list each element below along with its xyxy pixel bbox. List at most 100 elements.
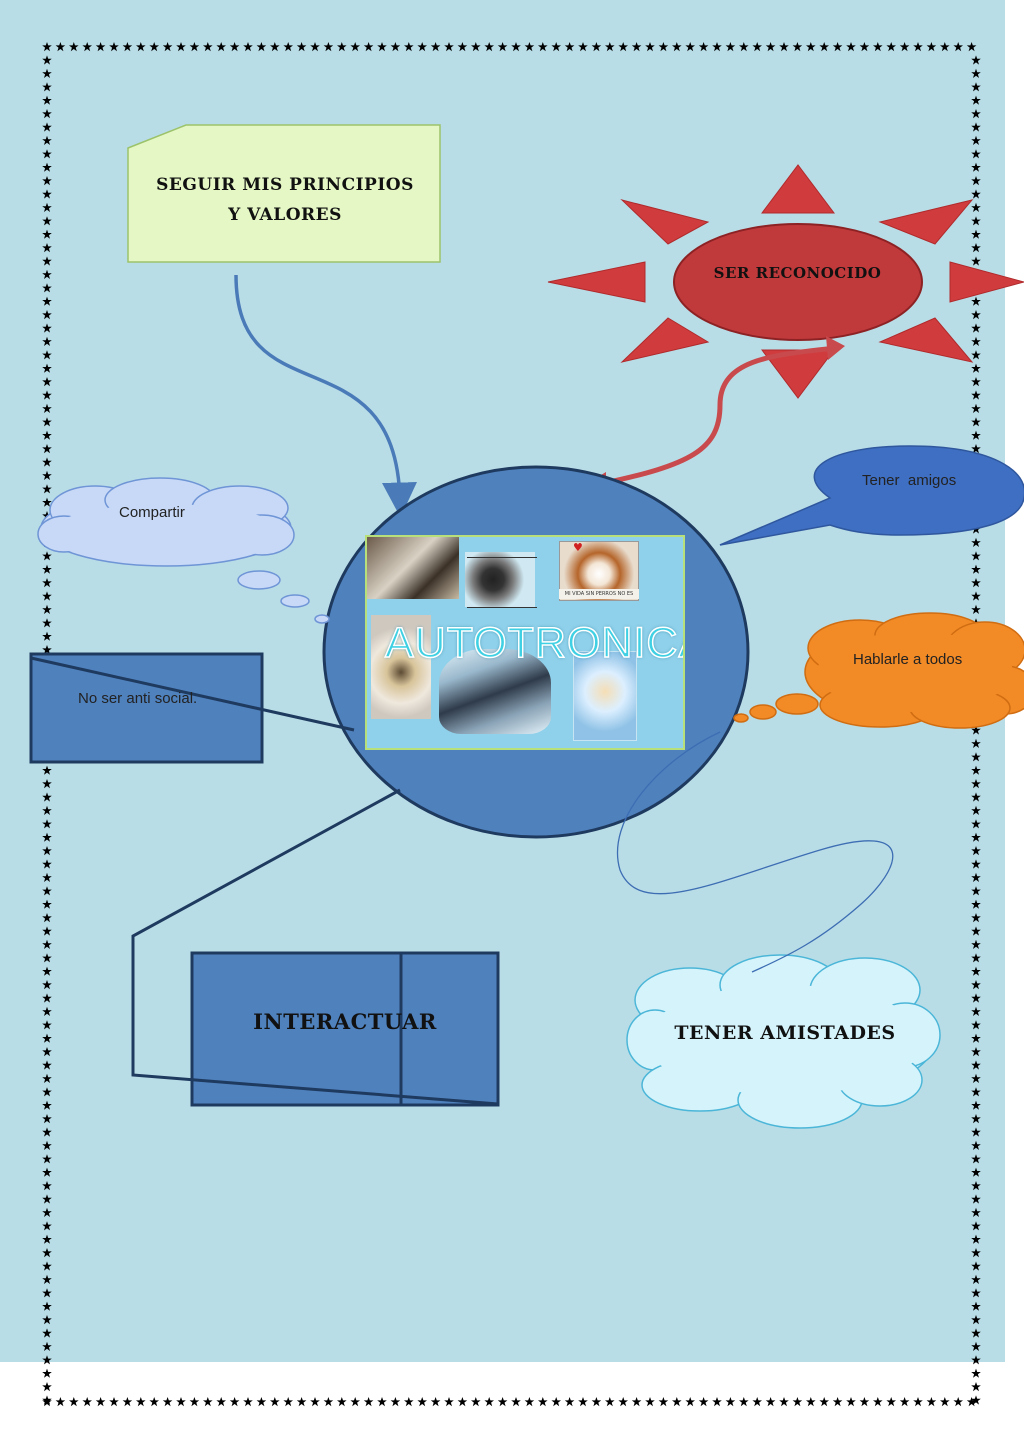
- border-star: [966, 42, 977, 52]
- border-star: [739, 1397, 749, 1407]
- principios-label: Seguir mis principios y valores: [156, 175, 414, 225]
- border-star: [971, 537, 981, 547]
- interactuar-box: [190, 951, 500, 1107]
- border-star: [971, 176, 981, 186]
- border-star: [971, 1047, 981, 1057]
- border-star: [243, 42, 253, 52]
- border-star: [971, 256, 981, 266]
- border-star: [886, 1397, 896, 1407]
- border-star: [42, 792, 52, 802]
- border-star: [971, 430, 981, 440]
- border-star: [42, 82, 52, 92]
- compartir-thought-dot-2: [280, 594, 310, 608]
- border-star: [971, 752, 981, 762]
- hablarle-label: Hablarle a todos: [853, 651, 963, 668]
- border-star: [42, 363, 52, 373]
- border-star: [618, 1397, 628, 1407]
- border-star: [971, 591, 981, 601]
- border-star: [404, 42, 414, 52]
- border-star: [69, 42, 79, 52]
- border-star: [971, 417, 981, 427]
- border-star: [471, 42, 481, 52]
- border-star: [42, 176, 52, 186]
- border-star: [926, 1397, 937, 1407]
- border-star: [971, 323, 981, 333]
- border-star: [899, 1397, 910, 1407]
- border-star: [971, 846, 981, 856]
- tener-amistades-label: Tener amistades: [674, 1022, 896, 1044]
- border-star: [511, 42, 521, 52]
- border-star: [69, 1397, 79, 1407]
- border-star: [551, 42, 561, 52]
- border-star: [42, 1127, 52, 1137]
- border-star: [971, 122, 981, 132]
- border-star: [42, 1328, 52, 1338]
- border-star: [42, 1301, 52, 1311]
- border-star: [806, 42, 816, 52]
- border-star: [149, 1397, 159, 1407]
- border-star: [765, 1397, 776, 1407]
- border-star: [42, 122, 52, 132]
- photo-engine: [465, 552, 535, 607]
- border-star: [122, 1397, 133, 1407]
- border-star: [971, 1328, 981, 1338]
- border-star: [971, 310, 981, 320]
- border-star: [971, 243, 981, 253]
- border-star: [631, 1397, 642, 1407]
- border-star: [971, 55, 981, 65]
- border-star: [82, 42, 92, 52]
- border-star: [645, 42, 655, 52]
- border-star: [42, 444, 52, 454]
- border-star: [971, 95, 981, 105]
- border-star: [971, 564, 981, 574]
- amistades-connector: [616, 731, 894, 973]
- border-star: [913, 1397, 923, 1407]
- tener-amigos-label: Tener amigos: [862, 472, 957, 489]
- border-star: [779, 42, 789, 52]
- border-star: [42, 202, 52, 212]
- border-star: [42, 350, 52, 360]
- border-star: [42, 310, 52, 320]
- border-star: [971, 966, 981, 976]
- border-star: [42, 1261, 52, 1271]
- tener-amigos-bubble: [719, 445, 1024, 546]
- border-star: [42, 1181, 52, 1191]
- border-star: [390, 42, 401, 52]
- border-star: [971, 336, 981, 346]
- border-star: [323, 1397, 334, 1407]
- border-star: [578, 1397, 588, 1407]
- border-star: [42, 283, 52, 293]
- border-star: [42, 95, 52, 105]
- border-star: [971, 872, 981, 882]
- border-star: [122, 42, 133, 52]
- border-star: [591, 1397, 602, 1407]
- border-star: [42, 1382, 52, 1392]
- autotronica-image: ♥ MI VIDA SIN PERROS NO ES AUTOTRONICA: [365, 535, 685, 750]
- border-star: [971, 1288, 981, 1298]
- border-star: [971, 832, 981, 842]
- border-star: [971, 1368, 981, 1378]
- border-star: [42, 926, 52, 936]
- border-star: [390, 1397, 401, 1407]
- border-star: [859, 1397, 870, 1407]
- border-star: [350, 1397, 360, 1407]
- photo-car: [439, 649, 551, 734]
- border-star: [42, 1315, 52, 1325]
- hablarle-thought-dot-1: [775, 693, 819, 715]
- border-star: [971, 1315, 981, 1325]
- border-star: [971, 1006, 981, 1016]
- border-star: [913, 42, 923, 52]
- border-star: [712, 1397, 722, 1407]
- border-star: [971, 1087, 981, 1097]
- compartir-thought-dot-1: [237, 570, 281, 590]
- hablarle-cloud: [804, 612, 1024, 729]
- border-star: [971, 899, 981, 909]
- border-star: [971, 109, 981, 119]
- border-star: [136, 42, 146, 52]
- border-star: [971, 1127, 981, 1137]
- border-star: [42, 1248, 52, 1258]
- border-star: [216, 42, 226, 52]
- border-star: [712, 42, 722, 52]
- border-star: [457, 42, 468, 52]
- reconocido-connector-arrow: [599, 345, 836, 487]
